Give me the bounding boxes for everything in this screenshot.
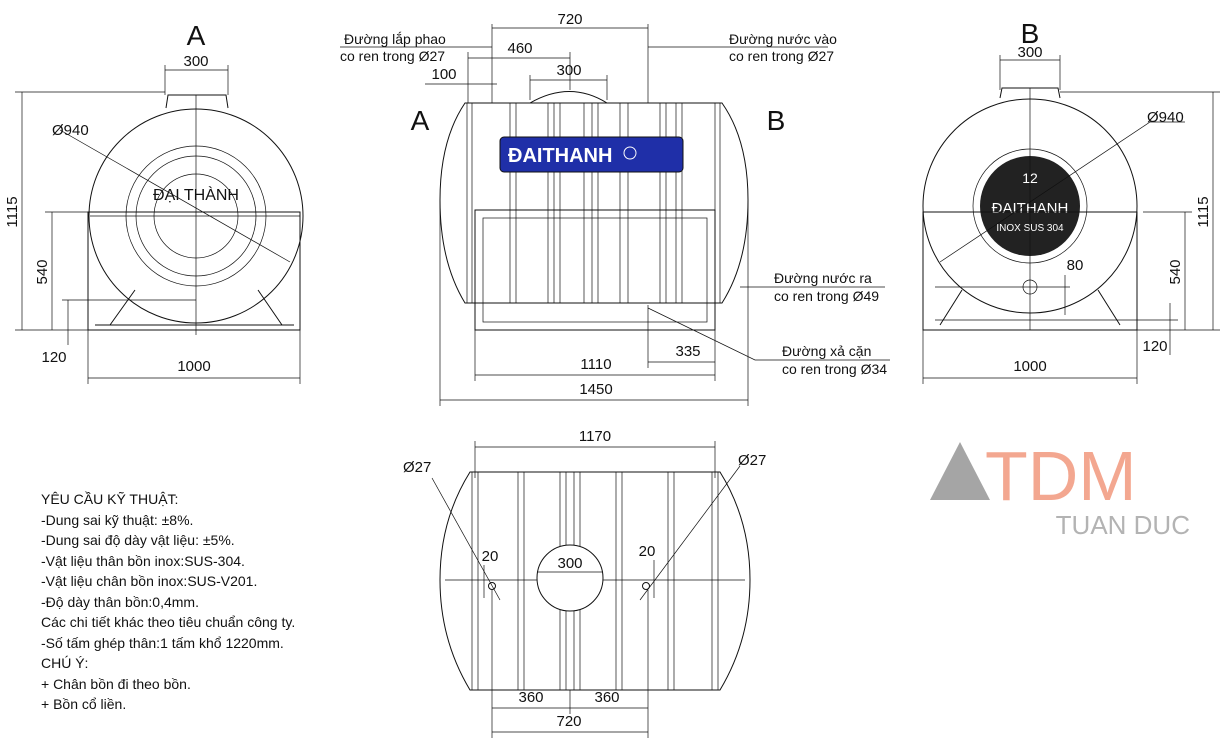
front-view: A B ĐAITHANH 720 460 300 100 Đường lắp p… [340,11,890,406]
dim-720-top: 720 [556,713,581,730]
dim-height-base-b: 120 [1142,338,1167,355]
hole-left-label: Ø27 [403,459,431,476]
note-item: Các chi tiết khác theo tiêu chuẩn công t… [41,614,296,630]
section-marker-a: A [411,105,430,136]
note-item: -Vật liệu thân bồn inox:SUS-304. [41,552,245,569]
dim-base-width-b: 1000 [1013,358,1046,375]
technical-notes: YÊU CẦU KỸ THUẬT: -Dung sai kỹ thuật: ±8… [41,489,295,715]
float-inlet-label: Đường lắp phao [344,31,446,47]
dim-1170: 1170 [579,428,611,445]
dim-1110: 1110 [580,356,611,373]
dim-diameter: Ø940 [52,122,89,139]
dim-offset-right: 20 [639,543,656,560]
brand-cross-icon [623,146,637,160]
side-view-a: A ĐẠI THÀNH Ø940 300 1115 540 120 1000 [4,20,304,384]
dim-720: 720 [557,11,582,28]
dim-top-width: 300 [183,53,208,70]
dim-335: 335 [675,343,700,360]
note-heading: YÊU CẦU KỸ THUẬT: [41,491,179,507]
dim-height-frame: 540 [34,259,51,284]
float-inlet-spec: co ren trong Ø27 [340,48,445,64]
view-label-a: A [187,20,206,51]
dim-offset-left: 20 [482,548,499,565]
watermark-mark-icon [930,442,990,500]
dim-base-width: 1000 [177,358,210,375]
note-item: -Độ dày thân bồn:0,4mm. [41,593,199,610]
dim-460: 460 [507,40,532,57]
brand-label: ĐAITHANH [508,145,612,167]
hole-right-label: Ø27 [738,452,766,469]
dim-manhole-top: 300 [557,555,582,572]
tank-logo: ĐẠI THÀNH [153,185,239,204]
brand-label-plate [499,136,684,173]
note-item: -Vật liệu chân bồn inox:SUS-V201. [41,573,258,589]
note-heading: CHÚ Ý: [41,655,89,671]
water-in-spec: co ren trong Ø27 [729,48,834,64]
water-out-label: Đường nước ra [774,270,872,286]
watermark: TDM TUAN DUC [930,437,1190,540]
drain-spec: co ren trong Ø34 [782,361,887,377]
dim-1450: 1450 [579,381,612,398]
dim-360-left: 360 [518,689,543,706]
dim-top-width-b: 300 [1017,44,1042,61]
dim-height-base: 120 [41,349,66,366]
dim-100: 100 [431,66,456,83]
side-view-b: B 12 ĐAITHANH INOX SUS 304 80 Ø940 300 1… [922,18,1220,384]
top-view: 300 Ø27 Ø27 20 20 1170 360 360 720 [403,428,766,738]
watermark-name: TUAN DUC [1056,510,1190,540]
dim-diameter-b: Ø940 [1147,109,1184,126]
dim-height-total: 1115 [4,196,21,227]
watermark-logo: TDM [985,437,1137,515]
dim-outlet-offset: 80 [1067,257,1084,274]
drain-label: Đường xả cặn [782,343,871,359]
dim-height-total-b: 1115 [1195,196,1212,227]
note-item: -Dung sai kỹ thuật: ±8%. [41,511,194,528]
section-marker-b: B [767,105,786,136]
note-item: + Chân bồn đi theo bồn. [41,675,191,692]
note-item: + Bồn cổ liền. [41,696,127,712]
dim-manhole: 300 [556,62,581,79]
dim-height-frame-b: 540 [1167,259,1184,284]
water-in-label: Đường nước vào [729,31,837,47]
note-item: -Số tấm ghép thân:1 tấm khổ 1220mm. [41,634,284,651]
dim-360-right: 360 [594,689,619,706]
view-label-b: B [1021,18,1040,49]
note-item: -Dung sai độ dày vật liệu: ±5%. [41,532,235,548]
water-out-spec: co ren trong Ø49 [774,288,879,304]
